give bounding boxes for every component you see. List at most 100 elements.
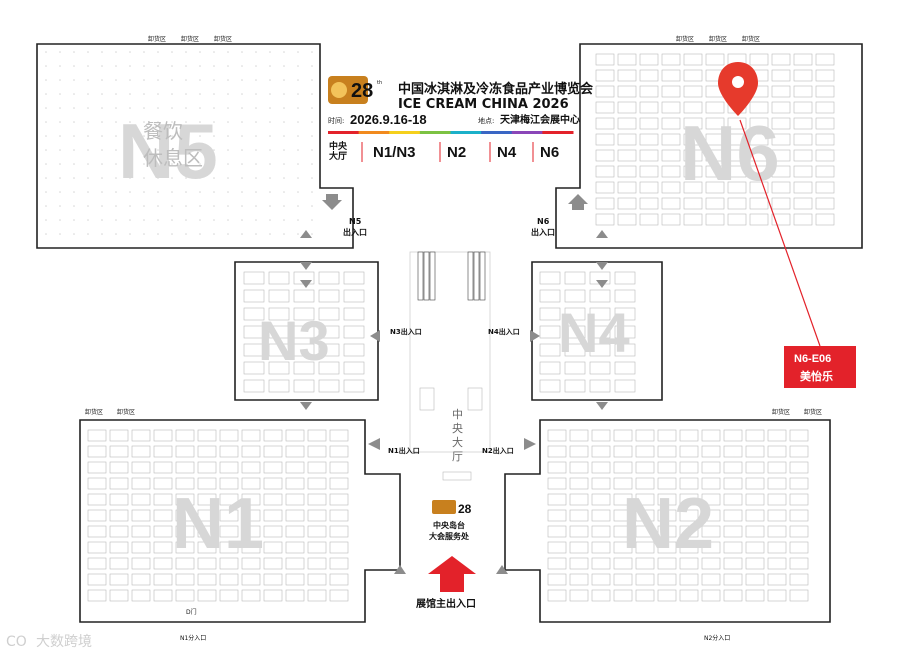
grid-dot bbox=[255, 65, 257, 67]
booth bbox=[701, 557, 721, 570]
booth bbox=[547, 461, 567, 474]
booth bbox=[679, 525, 699, 538]
booth bbox=[683, 101, 703, 114]
highlight-marker[interactable]: N6-E06 美怡乐 bbox=[718, 62, 856, 388]
grid-dot bbox=[255, 121, 257, 123]
n4-booths bbox=[539, 271, 636, 393]
booth bbox=[661, 213, 681, 226]
grid-dot bbox=[129, 79, 131, 81]
booth bbox=[617, 117, 637, 130]
booth bbox=[197, 493, 217, 506]
grid-dot bbox=[129, 51, 131, 53]
booth bbox=[285, 589, 305, 602]
hall-n1-label: N1 bbox=[172, 484, 264, 564]
booth bbox=[591, 509, 611, 522]
stripe-segment bbox=[511, 131, 543, 134]
booth bbox=[635, 525, 655, 538]
grid-dot bbox=[45, 93, 47, 95]
booth bbox=[679, 429, 699, 442]
booth bbox=[661, 165, 681, 178]
grid-dot bbox=[115, 135, 117, 137]
legend-central-hall-2: 大厅 bbox=[329, 150, 347, 162]
booth bbox=[243, 325, 265, 339]
grid-dot bbox=[255, 149, 257, 151]
grid-dot bbox=[241, 163, 243, 165]
grid-dot bbox=[143, 79, 145, 81]
grid-dot bbox=[269, 51, 271, 53]
unloading-label: 卸货区 bbox=[214, 35, 232, 43]
grid-dot bbox=[255, 233, 257, 235]
booth bbox=[679, 573, 699, 586]
booth bbox=[343, 325, 365, 339]
grid-dot bbox=[283, 233, 285, 235]
grid-dot bbox=[157, 205, 159, 207]
booth bbox=[635, 573, 655, 586]
booth bbox=[318, 379, 340, 393]
escalator bbox=[473, 251, 480, 301]
booth bbox=[569, 445, 589, 458]
grid-dot bbox=[213, 65, 215, 67]
booth bbox=[569, 461, 589, 474]
grid-dot bbox=[269, 65, 271, 67]
booth bbox=[815, 133, 835, 146]
grid-dot bbox=[129, 149, 131, 151]
grid-dot bbox=[255, 107, 257, 109]
booth bbox=[263, 573, 283, 586]
booth bbox=[613, 461, 633, 474]
hall-n4-outline bbox=[531, 261, 663, 401]
booth-company: 美怡乐 bbox=[800, 369, 833, 383]
booth bbox=[793, 101, 813, 114]
grid-dot bbox=[143, 233, 145, 235]
booth bbox=[329, 477, 349, 490]
booth bbox=[683, 53, 703, 66]
booth bbox=[547, 493, 567, 506]
grid-dot bbox=[157, 191, 159, 193]
booth bbox=[595, 69, 615, 82]
grid-dot bbox=[115, 51, 117, 53]
booth bbox=[617, 53, 637, 66]
booth bbox=[329, 509, 349, 522]
stripe-segment bbox=[389, 131, 421, 134]
location-pin-icon[interactable] bbox=[718, 62, 758, 116]
grid-dot bbox=[241, 65, 243, 67]
booth bbox=[639, 53, 659, 66]
booth bbox=[705, 197, 725, 210]
booth bbox=[639, 85, 659, 98]
booth bbox=[219, 557, 239, 570]
grid-dot bbox=[269, 205, 271, 207]
grid-dot bbox=[157, 65, 159, 67]
booth bbox=[749, 181, 769, 194]
booth bbox=[614, 307, 636, 321]
booth bbox=[241, 541, 261, 554]
booth bbox=[723, 541, 743, 554]
booth-callout[interactable] bbox=[784, 346, 856, 388]
hall-legend: 中央 大厅 N1/N3 N2 N4 N6 bbox=[329, 140, 559, 162]
booth bbox=[219, 525, 239, 538]
grid-dot bbox=[59, 163, 61, 165]
grid-dot bbox=[171, 163, 173, 165]
booth bbox=[815, 181, 835, 194]
pin-center bbox=[732, 76, 744, 88]
booth bbox=[547, 525, 567, 538]
grid-dot bbox=[199, 191, 201, 193]
booth bbox=[153, 525, 173, 538]
grid-dot bbox=[269, 121, 271, 123]
booth bbox=[197, 525, 217, 538]
booth bbox=[241, 573, 261, 586]
booth bbox=[661, 117, 681, 130]
service-desk-logo bbox=[432, 500, 456, 514]
grid-dot bbox=[227, 149, 229, 151]
booth bbox=[679, 461, 699, 474]
grid-dot bbox=[213, 93, 215, 95]
grid-dot bbox=[101, 121, 103, 123]
grid-dot bbox=[129, 93, 131, 95]
color-stripe bbox=[328, 131, 574, 134]
grid-dot bbox=[59, 51, 61, 53]
booth bbox=[591, 461, 611, 474]
grid-dot bbox=[101, 149, 103, 151]
grid-dot bbox=[283, 149, 285, 151]
booth bbox=[268, 379, 290, 393]
event-title-en: ICE CREAM CHINA 2026 bbox=[398, 97, 569, 112]
booth bbox=[749, 213, 769, 226]
event-date: 2026.9.16-18 bbox=[350, 112, 427, 127]
